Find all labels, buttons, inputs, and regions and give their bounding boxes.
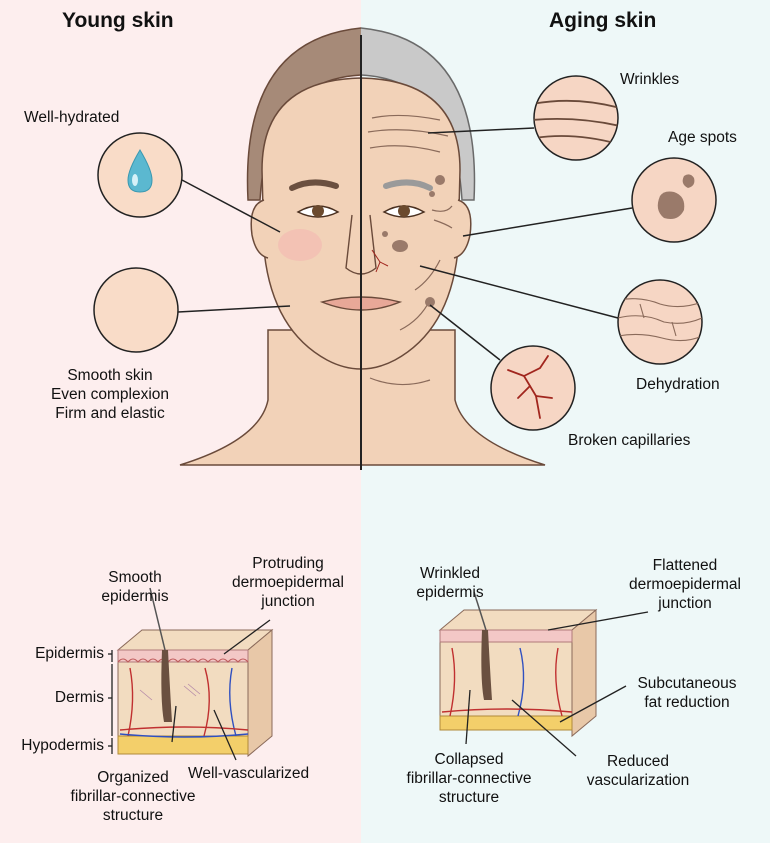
label-even-complexion: Even complexion	[50, 386, 170, 403]
young-eye	[312, 205, 324, 217]
label-dehydration: Dehydration	[636, 376, 720, 393]
callout-wrinkles	[533, 75, 619, 161]
label-protruding-junction: Protruding dermoepidermal junction	[232, 555, 344, 610]
label-smooth-skin: Smooth skin	[67, 367, 153, 384]
age-spot-large	[657, 191, 685, 219]
label-flattened-junction: Flattened dermoepidermal junction	[629, 557, 741, 612]
label-age-spots: Age spots	[668, 129, 737, 146]
label-firm-elastic: Firm and elastic	[55, 405, 165, 422]
label-subcutaneous-fat: Subcutaneous fat reduction	[637, 675, 737, 711]
callout-lines	[177, 127, 633, 361]
aging-hair	[361, 27, 476, 201]
label-broken-capillaries: Broken capillaries	[568, 432, 691, 449]
face-capillaries	[371, 249, 389, 273]
label-organized-structure: Organized fibrillar-connective structure	[70, 769, 196, 824]
label-wrinkled-epidermis: Wrinkled epidermis	[416, 565, 484, 601]
young-cheek-blush	[278, 229, 322, 261]
callout-dehydration	[617, 279, 703, 365]
face-illustration	[179, 27, 546, 466]
label-hypodermis: Hypodermis	[21, 737, 104, 754]
left-ear	[250, 199, 269, 259]
young-skin-heading: Young skin	[62, 9, 174, 32]
label-collapsed-structure: Collapsed fibrillar-connective structure	[406, 751, 532, 806]
aging-skin-heading: Aging skin	[549, 9, 657, 32]
label-smooth-epidermis: Smooth epidermis	[101, 569, 169, 605]
label-epidermis: Epidermis	[35, 645, 104, 662]
label-dermis: Dermis	[54, 689, 104, 706]
aging-skin-block	[438, 591, 598, 738]
callout-broken-capillaries	[490, 345, 576, 431]
neck-shoulders	[179, 329, 546, 466]
face-age-spots	[382, 175, 445, 307]
age-spot-small	[682, 174, 695, 188]
label-well-vascularized: Well-vascularized	[188, 765, 310, 782]
young-skin-block	[116, 587, 274, 758]
young-eyebrow	[289, 179, 339, 191]
young-block-leaders	[108, 619, 271, 761]
label-wrinkles: Wrinkles	[620, 71, 680, 88]
callout-smooth-skin	[93, 267, 179, 353]
callout-well-hydrated	[97, 132, 183, 218]
aging-block-leaders	[465, 611, 649, 757]
callout-age-spots	[631, 157, 717, 243]
aging-eyebrow	[383, 179, 433, 191]
label-reduced-vascularization: Reduced vascularization	[586, 753, 690, 789]
aging-eye	[398, 205, 410, 217]
label-young-qualities: Smooth skin Even complexion Firm and ela…	[20, 366, 200, 423]
label-well-hydrated: Well-hydrated	[24, 109, 120, 126]
